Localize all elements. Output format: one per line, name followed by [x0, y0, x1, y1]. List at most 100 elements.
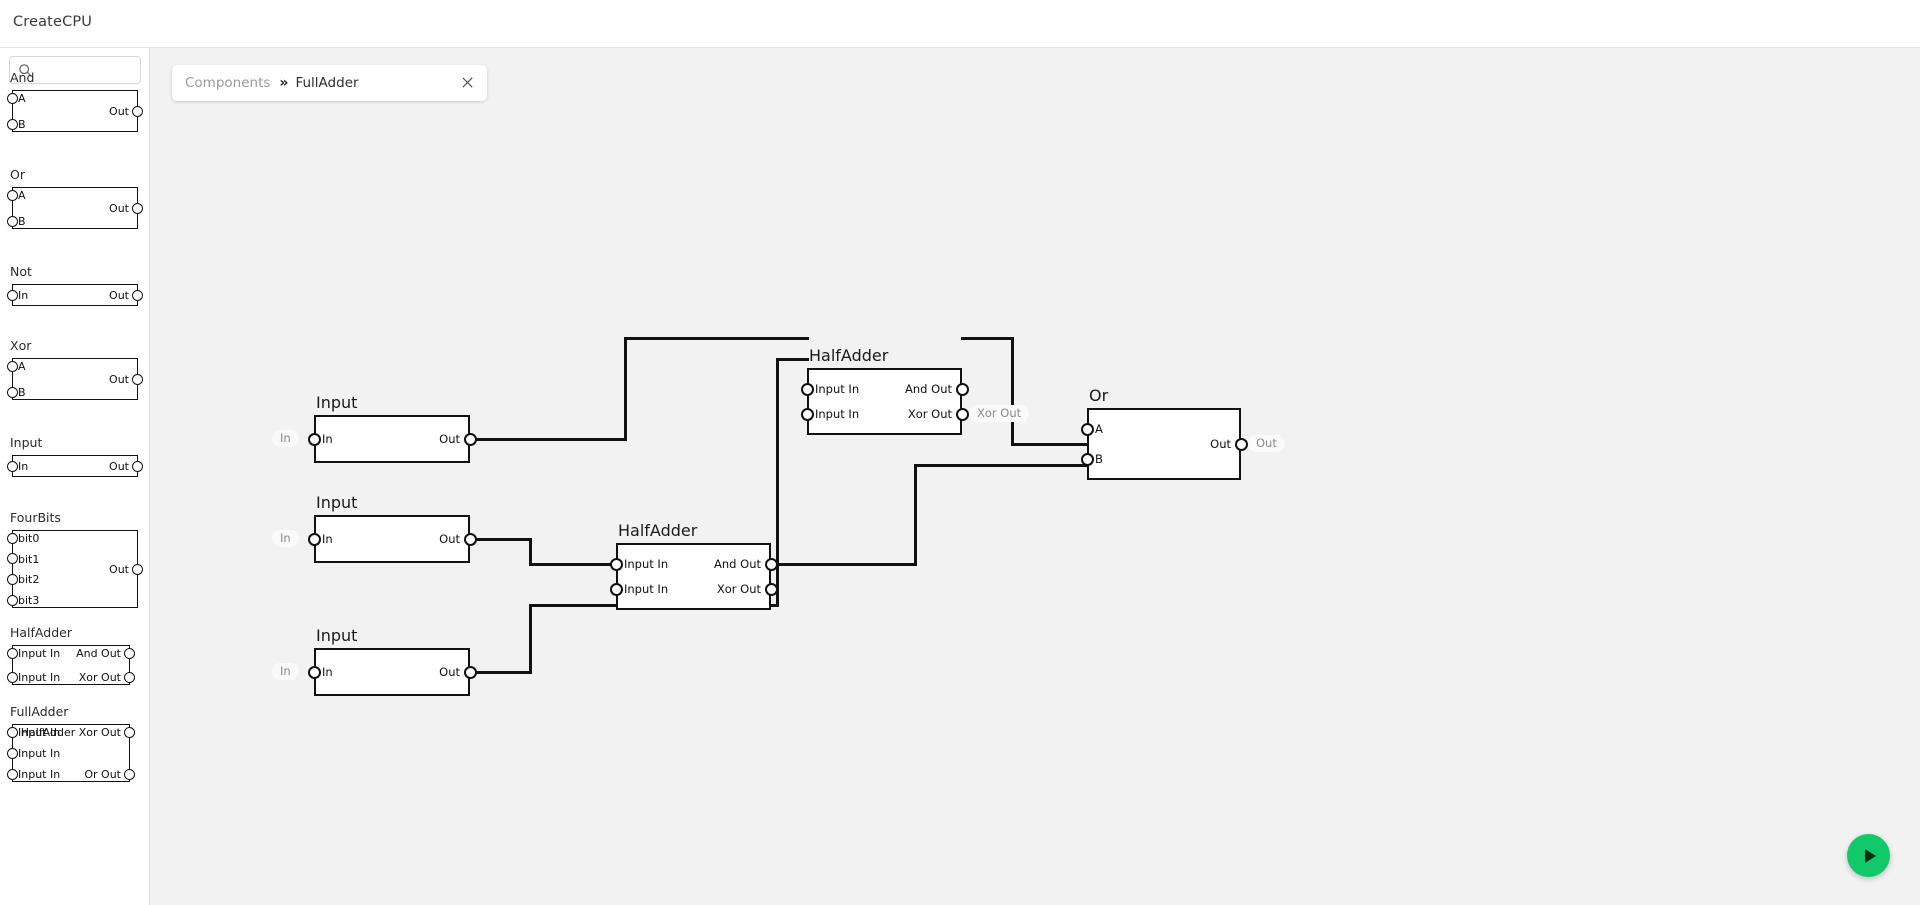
input-pin[interactable] [307, 432, 321, 446]
sidebar-chip-body[interactable] [12, 187, 138, 229]
play-icon [1864, 848, 1876, 863]
input-pin-label: B [1095, 452, 1103, 466]
output-pin-label: Xor Out [716, 582, 761, 596]
output-pin-label: Xor Out [907, 407, 952, 421]
sidebar-input-pin[interactable] [7, 594, 18, 606]
chip-body[interactable] [314, 515, 470, 563]
wire-input1-to-halfadder1 [623, 336, 809, 340]
output-pin-label: Out [439, 532, 460, 546]
input-pin[interactable] [609, 557, 623, 571]
output-pin[interactable] [955, 407, 969, 421]
sidebar-input-pin[interactable] [7, 553, 18, 565]
sidebar-input-pin[interactable] [7, 189, 18, 201]
input-pin-label: In [322, 665, 333, 679]
sidebar-component-label: FullAdder [10, 704, 69, 719]
chip-title: Input [316, 626, 358, 645]
sidebar-output-pin[interactable] [131, 202, 143, 214]
wire-halfadder1and-to-or-a [1010, 442, 1089, 446]
output-pin[interactable] [764, 557, 778, 571]
input-pin-label: Input In [624, 582, 669, 596]
sidebar-input-pin[interactable] [7, 747, 18, 759]
sidebar-input-pin[interactable] [7, 726, 18, 738]
sidebar-input-pin-label: bit3 [18, 594, 40, 607]
sidebar-input-pin[interactable] [7, 671, 18, 683]
input-pin[interactable] [1080, 452, 1094, 466]
sidebar-input-pin-label: bit0 [18, 532, 40, 545]
sidebar-output-pin[interactable] [131, 373, 143, 385]
sidebar-input-pin-label: Input In [18, 768, 61, 781]
sidebar-chip-body[interactable] [12, 358, 138, 400]
input-pin[interactable] [800, 407, 814, 421]
input-pin[interactable] [307, 665, 321, 679]
sidebar-input-pin[interactable] [7, 532, 18, 544]
output-pin[interactable] [764, 582, 778, 596]
close-icon[interactable] [460, 75, 475, 90]
output-pin-label: And Out [714, 557, 761, 571]
input-pin[interactable] [609, 582, 623, 596]
sidebar-output-pin[interactable] [123, 647, 135, 659]
output-pin[interactable] [1234, 437, 1248, 451]
wire-halfadder2xor-to-halfadder1 [775, 357, 779, 607]
chip-body[interactable] [314, 415, 470, 463]
input-pin-label: Input In [815, 382, 860, 396]
chip-title: HalfAdder [618, 521, 698, 540]
sidebar-input-pin[interactable] [7, 768, 18, 780]
output-pin[interactable] [955, 382, 969, 396]
sidebar-input-pin[interactable] [7, 460, 18, 472]
sidebar-input-pin[interactable] [7, 118, 18, 130]
sidebar-output-pin[interactable] [123, 768, 135, 780]
chip-body[interactable] [616, 543, 771, 610]
output-pin-label: And Out [905, 382, 952, 396]
sidebar-component-label: HalfAdder [10, 625, 72, 640]
sidebar-input-pin[interactable] [7, 647, 18, 659]
sidebar-output-pin[interactable] [131, 289, 143, 301]
sidebar-chip-body[interactable] [12, 90, 138, 132]
search-input[interactable] [38, 57, 142, 85]
sidebar-input-pin[interactable] [7, 289, 18, 301]
sidebar-output-pin[interactable] [131, 460, 143, 472]
external-output-label: Out [1248, 435, 1285, 452]
input-pin[interactable] [800, 382, 814, 396]
output-pin-label: Out [439, 432, 460, 446]
sidebar-component-label: Or [10, 167, 25, 182]
chip-body[interactable] [1087, 408, 1241, 480]
sidebar-input-pin[interactable] [7, 92, 18, 104]
chip-title: HalfAdder [809, 346, 889, 365]
sidebar-input-pin-label: Input In [18, 647, 61, 660]
wire-input2-to-halfadder2 [468, 537, 532, 541]
sidebar-output-pin[interactable] [123, 726, 135, 738]
sidebar-input-pin[interactable] [7, 215, 18, 227]
input-pin[interactable] [1080, 422, 1094, 436]
sidebar-chip-body[interactable] [12, 645, 130, 685]
sidebar-input-pin-label: A [18, 189, 26, 202]
sidebar-input-pin-label: Input In [18, 747, 61, 760]
sidebar-input-pin-label: bit1 [18, 552, 40, 566]
sidebar-output-pin[interactable] [131, 105, 143, 117]
sidebar-output-pin[interactable] [123, 671, 135, 683]
search-box[interactable] [9, 56, 142, 85]
output-pin[interactable] [463, 532, 477, 546]
sidebar-input-pin[interactable] [7, 386, 18, 398]
tab-title: FullAdder [295, 75, 359, 91]
sidebar-output-pin-label: Out [109, 563, 129, 576]
run-button[interactable] [1847, 834, 1890, 877]
sidebar-output-pin[interactable] [131, 563, 143, 575]
sidebar-component-label: Input [10, 435, 43, 450]
open-tab-fulladder[interactable]: Components » FullAdder [172, 65, 487, 101]
sidebar-chip-body[interactable] [12, 724, 130, 782]
wire-input3-to-halfadder2 [528, 603, 618, 607]
sidebar-output-pin-label: Out [109, 289, 129, 302]
output-pin[interactable] [463, 665, 477, 679]
wire-halfadder2and-to-or-b [913, 463, 1089, 467]
input-pin-label: A [1095, 422, 1103, 436]
sidebar-input-pin[interactable] [7, 573, 18, 585]
sidebar-output-pin-label: HalfAdder Xor Out [20, 726, 121, 739]
chip-body[interactable] [807, 368, 962, 435]
sidebar-output-pin-label: And Out [76, 647, 121, 660]
sidebar-input-pin[interactable] [7, 360, 18, 372]
input-pin[interactable] [307, 532, 321, 546]
output-pin[interactable] [463, 432, 477, 446]
